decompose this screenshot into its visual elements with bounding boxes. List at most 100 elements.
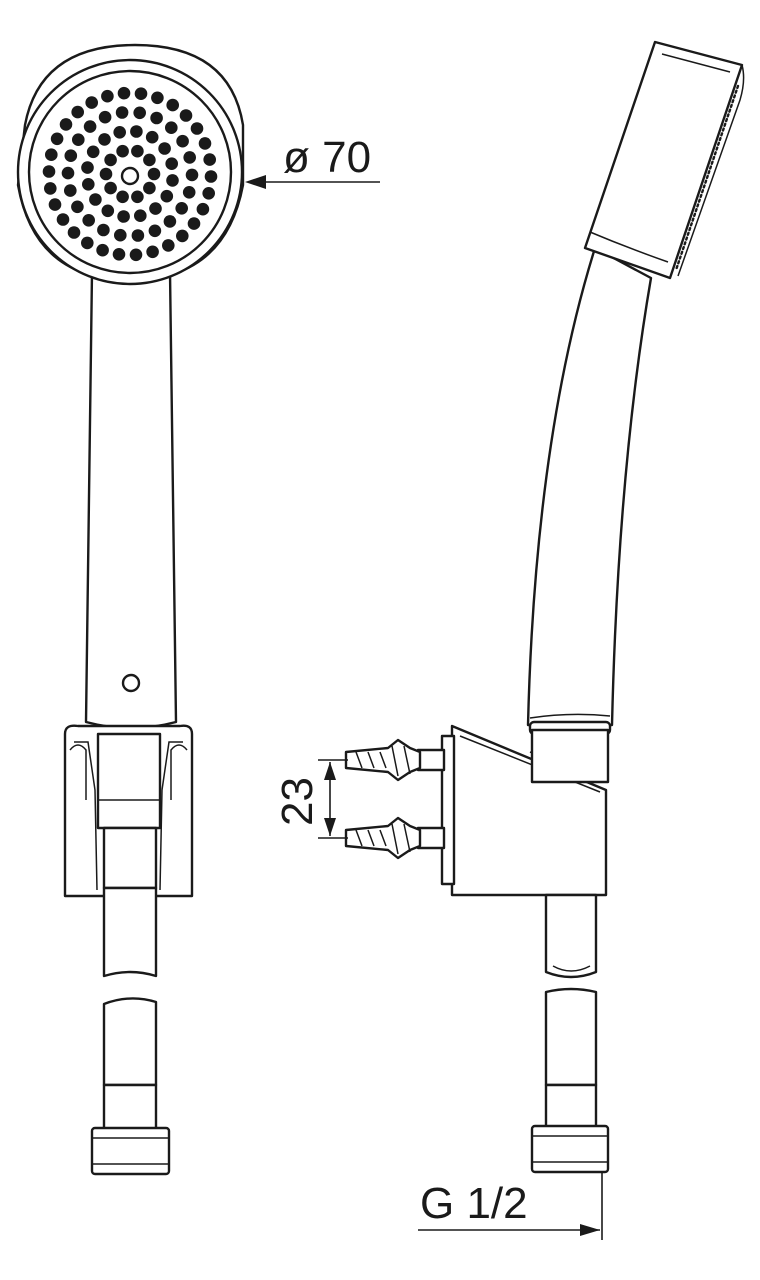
side-view [344,40,745,1174]
nozzle-dot [202,187,215,200]
side-shower-head [583,40,745,280]
nozzle-dot [42,165,56,178]
nozzle-dot [48,198,62,211]
nozzle-dot [176,134,189,148]
nozzle-dot [129,248,143,262]
nozzle-dot [182,186,196,199]
nozzle-dot [97,223,110,237]
nozzle-dot [179,109,193,122]
nozzle-dot [133,106,146,120]
nozzle-dot [98,133,111,146]
nozzle-dot [44,182,57,195]
nozzle-dot [71,105,84,119]
nozzle-dot [64,149,78,162]
nozzle-dot [198,137,212,150]
nozzle-dot [143,153,156,167]
nozzle-dot [148,224,162,238]
nozzle-dot [85,96,98,109]
nozzle-dot [203,153,216,166]
nozzle-dot [147,167,161,181]
nozzle-dot [64,184,77,197]
nozzle-pattern [42,86,218,262]
front-hose-upper [102,886,158,978]
front-view [16,43,245,1176]
nozzle-dot [101,89,114,103]
nozzle-dot [115,106,129,119]
nozzle-dot [89,193,102,206]
nozzle-dot [163,215,177,228]
side-hose-lower [544,987,598,1087]
dimension-arrow [245,175,266,189]
side-hose-ferrule [544,1083,598,1129]
nozzle-dot [112,248,126,261]
nozzle-dot [113,126,126,139]
front-handle-screw [121,673,141,693]
nozzle-dot [166,174,179,187]
nozzle-dot [71,200,84,214]
nozzle-dot [99,167,113,181]
nozzle-dot [81,161,94,174]
nozzle-dot [131,144,144,158]
nozzle-dot [130,125,143,138]
front-shower-head [16,43,245,286]
nozzle-dot [165,157,178,170]
nozzle-dot [81,236,94,250]
nozzle-dot [96,243,109,257]
side-nozzle-edge [674,84,740,272]
nozzle-dot [98,110,112,124]
nozzle-dot [101,204,115,218]
nozzle-dot [196,202,210,216]
nozzle-dot [185,168,199,182]
front-hose-nut [90,1126,171,1176]
spacing-dimension: 23 [273,759,348,839]
nozzle-dot [86,145,100,159]
nozzle-dot [183,151,196,164]
front-wall-bracket [63,724,194,898]
nozzle-dot [187,217,201,230]
nozzle-dot [82,214,95,227]
nozzle-dot [104,181,117,195]
nozzle-dot [158,142,171,155]
nozzle-dot [143,181,156,195]
nozzle-dot [134,209,147,222]
nozzle-dot [149,202,162,215]
nozzle-dot [72,133,85,146]
side-handle [526,246,653,727]
nozzle-dot [150,111,163,125]
nozzle-dot [160,189,174,203]
spacing-label: 23 [273,777,322,826]
side-hose-upper [544,893,598,979]
side-bracket-top-cap [530,728,610,784]
diameter-label: ø 70 [283,133,371,182]
nozzle-dot [50,132,64,146]
wall-plug-lower [344,816,446,860]
nozzle-dot [151,91,164,105]
diameter-dimension: ø 70 [245,133,380,189]
nozzle-dot [145,130,159,144]
nozzle-dot [162,239,175,252]
nozzle-dot [176,229,189,243]
nozzle-dot [117,86,131,100]
nozzle-dot [104,153,117,167]
nozzle-dot [116,144,129,158]
center-nozzle [120,166,140,186]
nozzle-dot [61,166,75,180]
nozzle-dot [114,228,127,242]
front-hose-lower [102,997,158,1087]
front-hose-ferrule [102,1083,158,1131]
nozzle-dot [117,210,130,223]
nozzle-dot [190,122,204,135]
side-hose-nut [530,1124,610,1174]
nozzle-dot [116,190,129,204]
nozzle-dot [204,170,218,183]
nozzle-dot [45,148,58,161]
nozzle-dot [56,213,70,226]
front-handle [84,270,178,730]
nozzle-dot [59,118,73,131]
nozzle-dot [165,121,178,134]
nozzle-dot [166,98,179,112]
nozzle-dot [131,190,144,204]
thread-dimension: G 1/2 [418,1172,603,1240]
nozzle-dot [131,229,145,242]
